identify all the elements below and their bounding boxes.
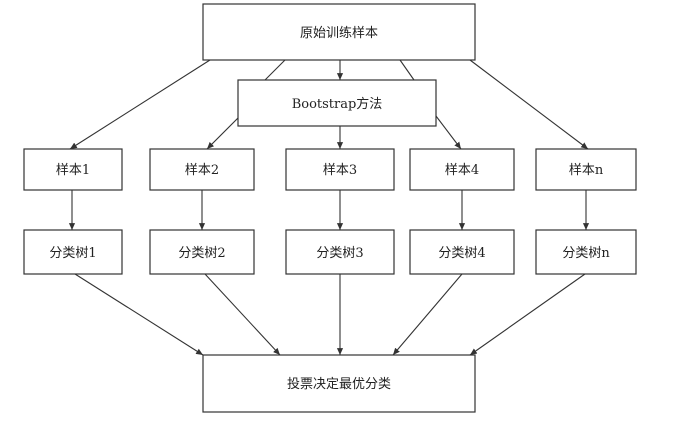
tree-box-2 (149, 229, 255, 275)
edge-bootstrap-to-sample-2 (206, 115, 241, 150)
tree-box-3 (285, 229, 395, 275)
edge-tree-1-to-result (74, 273, 204, 356)
edge-tree-2-to-result (204, 273, 281, 356)
original-training-samples-box (202, 3, 476, 61)
tree-node-1: 分类树1 (23, 229, 123, 275)
sample-box-3 (285, 148, 395, 191)
tree-box-1 (23, 229, 123, 275)
edge-top-to-sample-n (469, 59, 589, 150)
edge-tree-4-to-result (392, 273, 463, 356)
bootstrap-method-label: Bootstrap方法 (292, 96, 383, 112)
edge-top-left-pass (264, 59, 286, 81)
sample-label-n: 样本n (569, 163, 604, 178)
tree-label-3: 分类树3 (316, 246, 363, 261)
sample-box-n (535, 148, 637, 191)
edge-tree-n-to-result (469, 273, 586, 356)
tree-label-1: 分类树1 (49, 246, 96, 261)
tree-label-4: 分类树4 (438, 246, 485, 261)
sample-box-2 (149, 148, 255, 191)
tree-node-n: 分类树n (535, 229, 637, 275)
edge-top-to-sample-1 (69, 59, 211, 150)
sample-box-4 (409, 148, 515, 191)
original-training-samples-node: 原始训练样本 (202, 3, 476, 61)
sample-label-3: 样本3 (323, 163, 357, 178)
sample-nodes: 样本1 样本2 样本3 样本4 样本n (23, 148, 637, 191)
sample-node-1: 样本1 (23, 148, 123, 191)
tree-label-2: 分类树2 (178, 246, 225, 261)
tree-label-n: 分类树n (562, 246, 610, 261)
sample-node-2: 样本2 (149, 148, 255, 191)
sample-node-3: 样本3 (285, 148, 395, 191)
edges (68, 59, 590, 356)
bootstrap-method-box (237, 79, 437, 127)
tree-box-4 (409, 229, 515, 275)
sample-label-2: 样本2 (185, 163, 219, 178)
sample-label-1: 样本1 (56, 163, 90, 178)
tree-nodes: 分类树1 分类树2 分类树3 分类树4 分类树n (23, 229, 637, 275)
tree-node-3: 分类树3 (285, 229, 395, 275)
sample-label-4: 样本4 (445, 163, 479, 178)
edge-bootstrap-to-sample-4 (435, 115, 462, 150)
sample-node-4: 样本4 (409, 148, 515, 191)
sample-node-n: 样本n (535, 148, 637, 191)
tree-box-n (535, 229, 637, 275)
edge-top-right-pass (399, 59, 415, 81)
vote-best-classification-node: 投票决定最优分类 (202, 354, 476, 413)
tree-node-2: 分类树2 (149, 229, 255, 275)
sample-box-1 (23, 148, 123, 191)
bootstrap-method-node: Bootstrap方法 (237, 79, 437, 127)
tree-node-4: 分类树4 (409, 229, 515, 275)
vote-best-classification-box (202, 354, 476, 413)
vote-best-classification-label: 投票决定最优分类 (287, 376, 391, 392)
original-training-samples-label: 原始训练样本 (300, 26, 378, 41)
